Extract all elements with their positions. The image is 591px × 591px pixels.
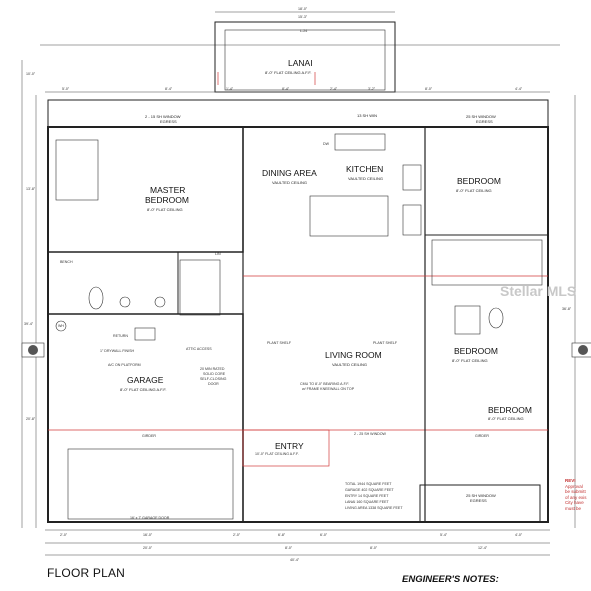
- entry-note: 10'-0" FLAT CEILING A.F.F.: [255, 452, 299, 456]
- label-fire-door-4: DOOR: [208, 382, 219, 386]
- label-window-entry: 2 - 25 SH WINDOW: [354, 432, 387, 436]
- dim-r3: 1'-4": [226, 87, 234, 91]
- dining-note: VAULTED CEILING: [272, 180, 307, 185]
- review-note-line-1: REVI: [565, 478, 576, 483]
- lanai-title: LANAI: [288, 58, 313, 68]
- dim-g3: 2'-0": [233, 533, 241, 537]
- dim-lh2: 13'-8": [26, 187, 36, 191]
- label-window-bed: 25 SH WINDOW: [466, 114, 496, 119]
- dim-lh1: 10'-0": [26, 72, 36, 76]
- review-note-line-2: Approval: [565, 483, 583, 489]
- dim-g4: 6'-8": [278, 533, 286, 537]
- lanai-note: 8'-0" FLAT CEILING A.F.F.: [265, 70, 312, 75]
- dim-r2: 8'-4": [165, 87, 173, 91]
- review-note-line-4: of any exis: [565, 494, 587, 500]
- dim-r7: 8'-0": [425, 87, 433, 91]
- bedroom-right-note: 8'-0" FLAT CEILING: [456, 188, 492, 193]
- garage-note: 8'-0" FLAT CEILING A.F.F.: [120, 387, 167, 392]
- label-girder-left: GIRDER: [142, 434, 156, 438]
- dim-g1: 2'-0": [60, 533, 68, 537]
- dim-r1: 5'-0": [62, 87, 70, 91]
- bedroom-low-note: 8'-0" FLAT CEILING: [488, 416, 524, 421]
- dim-r5: 2'-4": [330, 87, 338, 91]
- label-window-master-egress: EGRESS: [160, 119, 177, 124]
- master-note: 8'-0" FLAT CEILING: [147, 207, 183, 212]
- kitchen-title: KITCHEN: [346, 164, 383, 174]
- total-sqft: TOTAL 1944 SQUARE FEET: [345, 482, 392, 486]
- section-marker-right: [571, 342, 591, 358]
- dim-b4: 12'-4": [478, 546, 488, 550]
- section-marker-left: [21, 342, 45, 358]
- dim-r6: 3'-2": [368, 87, 376, 91]
- master-title-1: MASTER: [150, 185, 185, 195]
- dim-b2: 8'-0": [285, 546, 293, 550]
- label-fire-door-3: SELF-CLOSING: [200, 377, 227, 381]
- dim-g5: 6'-0": [320, 533, 328, 537]
- label-drywall: 1" DRYWALL FINISH: [100, 349, 134, 353]
- engineers-notes-heading: ENGINEER'S NOTES:: [402, 574, 499, 585]
- dim-left-total: 39'-4": [24, 322, 34, 326]
- total-entry: ENTRY 14 SQUARE FEET: [345, 494, 389, 498]
- label-girder-right: GIRDER: [475, 434, 489, 438]
- bedroom-mid-title: BEDROOM: [454, 346, 498, 356]
- label-plant-shelf-right: PLANT SHELF: [373, 341, 398, 345]
- label-ac: A/C ON PLATFORM: [108, 363, 141, 367]
- label-window-bottom-egress: EGRESS: [470, 498, 487, 503]
- dim-top-sub: 15'-3": [298, 15, 308, 19]
- review-note-line-5: City have: [565, 500, 584, 505]
- garage-title: GARAGE: [127, 375, 164, 385]
- label-bench: BENCH: [60, 260, 73, 264]
- living-title: LIVING ROOM: [325, 350, 382, 360]
- label-bearing: CMU TO 8'-0" BEARING A.F.F.: [300, 382, 349, 386]
- label-fire-door: 20 MIN RATED: [200, 367, 225, 371]
- total-garage: GARAGE 402 SQUARE FEET: [345, 488, 395, 492]
- dim-g7: 4'-0": [515, 533, 523, 537]
- dim-lh3: 20'-8": [26, 417, 36, 421]
- floor-plan-title: FLOOR PLAN: [47, 566, 126, 580]
- review-note-line-6: must be: [565, 505, 582, 511]
- label-window-master: 2 - 15 SH WINDOW: [145, 114, 181, 119]
- dim-right-total: 36'-8": [562, 307, 572, 311]
- dim-top-total: 18'-0": [298, 7, 308, 11]
- bedroom-low-title: BEDROOM: [488, 405, 532, 415]
- dim-g2: 16'-0": [143, 533, 153, 537]
- label-window-bed-egress: EGRESS: [476, 119, 493, 124]
- entry-title: ENTRY: [275, 441, 304, 451]
- dim-b3: 8'-0": [370, 546, 378, 550]
- label-window-bottom: 25 SH WINDOW: [466, 493, 496, 498]
- label-lin: LIN: [215, 252, 221, 256]
- dining-title: DINING AREA: [262, 168, 317, 178]
- label-fire-door-2: SOLID CORE: [203, 372, 226, 376]
- master-title-2: BEDROOM: [145, 195, 189, 205]
- review-note: REVI Approval be submitt of any exis Cit…: [565, 478, 587, 511]
- dim-r4: 8'-4": [282, 87, 290, 91]
- label-attic: ATTIC ACCESS: [186, 347, 212, 351]
- label-dw: DW: [323, 142, 330, 146]
- dim-g6: 5'-4": [440, 533, 448, 537]
- kitchen-note: VAULTED CEILING: [348, 176, 383, 181]
- label-wh: WH: [58, 324, 64, 328]
- dim-lanai-width: L-24: [300, 29, 307, 33]
- dim-bottom-total: 40'-4": [290, 558, 300, 562]
- living-note: VAULTED CEILING: [332, 362, 367, 367]
- bedroom-mid-note: 8'-0" FLAT CEILING: [452, 358, 488, 363]
- label-bearing-2: w/ FRAME KNEEWALL ON TOP: [302, 387, 355, 391]
- label-return: RETURN: [113, 334, 128, 338]
- total-lanai: LANAI 160 SQUARE FEET: [345, 500, 390, 504]
- label-plant-shelf-left: PLANT SHELF: [267, 341, 292, 345]
- bedroom-right-title: BEDROOM: [457, 176, 501, 186]
- exterior-wall: [47, 126, 549, 523]
- dim-r8: 4'-4": [515, 87, 523, 91]
- watermark: Stellar MLS: [500, 283, 577, 299]
- label-garage-door: 16' x 7' GARAGE DOOR: [130, 516, 170, 520]
- total-living: LIVING AREA 1338 SQUARE FEET: [345, 506, 403, 510]
- review-note-line-3: be submitt: [565, 489, 586, 494]
- dim-b1: 20'-0": [143, 546, 153, 550]
- label-window-kitchen: 13 SH WIN: [357, 113, 377, 118]
